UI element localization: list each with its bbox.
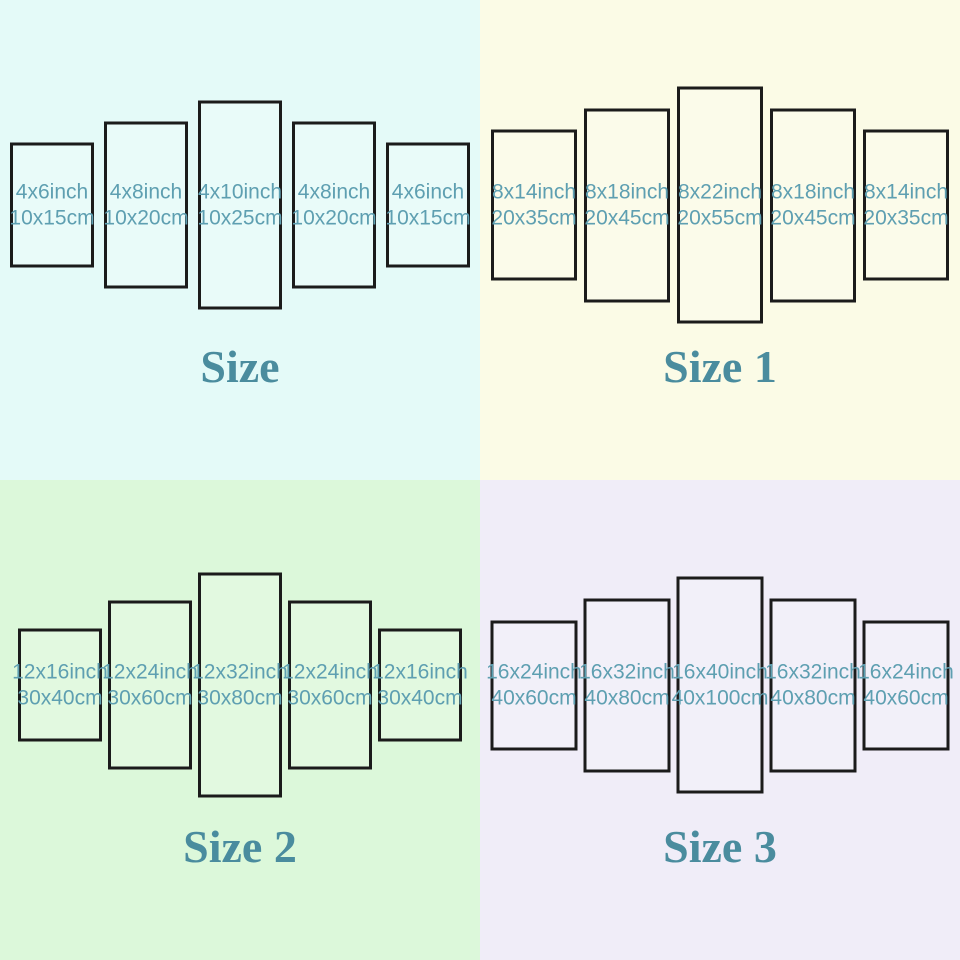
panel: 4x8inch 10x20cm (291, 121, 377, 289)
panels-row: 4x6inch 10x15cm 4x8inch 10x20cm 4x10inch 10x2… (9, 100, 471, 310)
panel-inch-label: 8x18inch (584, 180, 670, 203)
panel-inch-label: 8x22inch (677, 180, 763, 203)
panel-cm-label: 10x15cm (9, 206, 95, 229)
panel-cm-label: 10x25cm (197, 206, 283, 229)
size-title: Size 1 (663, 341, 777, 392)
panel: 16x24inch 40x60cm (486, 620, 582, 750)
panel-cm-label: 40x60cm (863, 686, 949, 709)
panel-cm-label: 20x35cm (863, 206, 949, 229)
panel-inch-label: 4x8inch (297, 180, 371, 203)
panel: 8x18inch 20x45cm (770, 108, 856, 302)
panel-cm-label: 30x60cm (287, 686, 373, 709)
panel-cm-label: 40x100cm (671, 686, 769, 709)
panel-cm-label: 30x60cm (107, 686, 193, 709)
panel-cm-label: 20x35cm (491, 206, 577, 229)
panel-inch-label: 16x40inch (672, 660, 768, 683)
panel: 12x24inch 30x60cm (282, 600, 378, 770)
size-title: Size 2 (183, 821, 297, 872)
panel-cm-label: 10x20cm (291, 206, 377, 229)
size-title: Size 3 (663, 821, 777, 872)
panels-row: 8x14inch 20x35cm 8x18inch 20x45cm 8x22inch 20… (491, 86, 949, 324)
panel-cm-label: 20x55cm (677, 206, 763, 229)
panel-inch-label: 12x24inch (102, 660, 198, 683)
panel-inch-label: 4x10inch (197, 180, 283, 203)
panel: 16x40inch 40x100cm (672, 576, 768, 794)
panel: 4x8inch 10x20cm (103, 121, 189, 289)
panel-cm-label: 40x80cm (584, 686, 670, 709)
panel-inch-label: 12x16inch (12, 660, 108, 683)
panel-cm-label: 30x40cm (377, 686, 463, 709)
panel: 4x6inch 10x15cm (9, 142, 95, 268)
panel-cm-label: 20x45cm (770, 206, 856, 229)
panel: 12x32inch 30x80cm (192, 572, 288, 798)
panel-inch-label: 4x8inch (109, 180, 183, 203)
quadrant-size: 4x6inch 10x15cm 4x8inch 10x20cm 4x10inch 10x2… (0, 0, 480, 480)
panel-cm-label: 10x20cm (103, 206, 189, 229)
panel-inch-label: 16x24inch (858, 660, 954, 683)
panel-inch-label: 16x32inch (765, 660, 861, 683)
panel-cm-label: 20x45cm (584, 206, 670, 229)
panel-inch-label: 12x24inch (282, 660, 378, 683)
panel-inch-label: 8x14inch (863, 180, 949, 203)
panel: 16x32inch 40x80cm (765, 598, 861, 772)
panel-inch-label: 16x32inch (579, 660, 675, 683)
panel: 4x10inch 10x25cm (197, 100, 283, 310)
size-title: Size (200, 341, 280, 392)
panel-cm-label: 10x15cm (385, 206, 471, 229)
panel-inch-label: 8x18inch (770, 180, 856, 203)
panel-cm-label: 30x80cm (197, 686, 283, 709)
panel: 8x14inch 20x35cm (863, 129, 949, 281)
panel: 12x16inch 30x40cm (12, 628, 108, 742)
panel-inch-label: 12x32inch (192, 660, 288, 683)
panel-inch-label: 4x6inch (15, 180, 89, 203)
panel-inch-label: 4x6inch (391, 180, 465, 203)
panel: 8x14inch 20x35cm (491, 129, 577, 281)
panel: 16x24inch 40x60cm (858, 620, 954, 750)
panel-inch-label: 8x14inch (491, 180, 577, 203)
panel: 4x6inch 10x15cm (385, 142, 471, 268)
quadrant-size-1: 8x14inch 20x35cm 8x18inch 20x45cm 8x22inch 20… (480, 0, 960, 480)
panel: 12x16inch 30x40cm (372, 628, 468, 742)
panel: 8x18inch 20x45cm (584, 108, 670, 302)
panel: 12x24inch 30x60cm (102, 600, 198, 770)
panel: 16x32inch 40x80cm (579, 598, 675, 772)
panel-inch-label: 16x24inch (486, 660, 582, 683)
panel-cm-label: 30x40cm (17, 686, 103, 709)
panel-cm-label: 40x60cm (491, 686, 577, 709)
panel-cm-label: 40x80cm (770, 686, 856, 709)
panel-inch-label: 12x16inch (372, 660, 468, 683)
panel: 8x22inch 20x55cm (677, 86, 763, 324)
